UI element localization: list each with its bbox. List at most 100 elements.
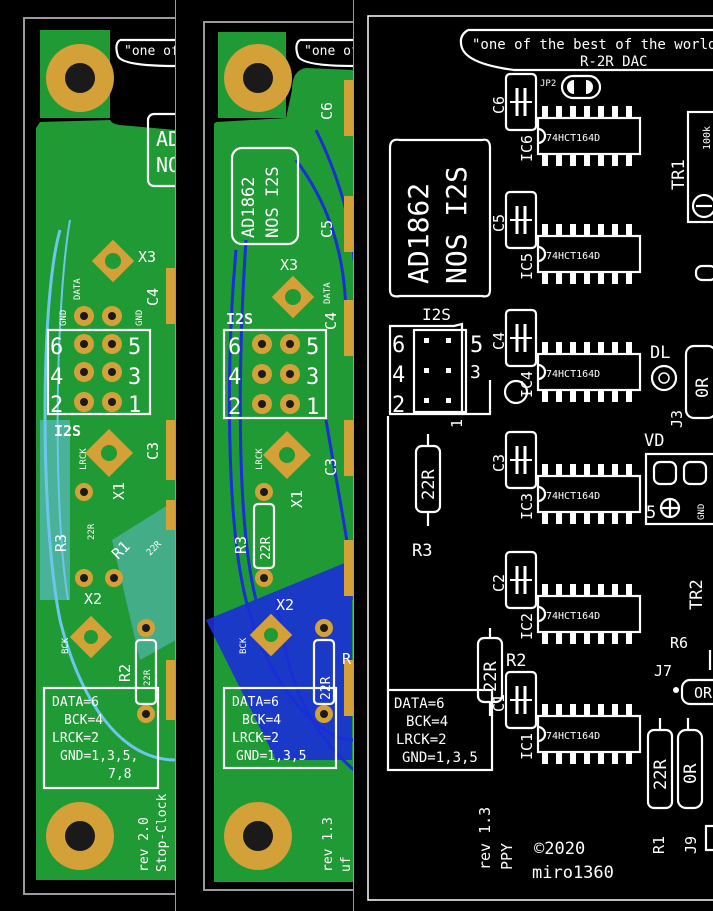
ic-ic6-pin-top [570, 106, 576, 118]
r3-value: 22R [259, 536, 274, 560]
legend-line-4: GND=1,3,5 [236, 749, 306, 764]
ic-ic2-pin-top [584, 584, 590, 596]
j3-value: 0R [693, 377, 713, 398]
legend-line-1: DATA=6 [232, 695, 279, 710]
r1-value: 22R [651, 759, 671, 790]
j3-label: J3 [668, 410, 686, 428]
ic-ic4-pin-top [570, 342, 576, 354]
legend-line-2: BCK=4 [406, 714, 448, 730]
ic-ic5-pin-top [626, 224, 632, 236]
cap-c3-label: C3 [490, 454, 508, 472]
r3-value: 22R [419, 469, 439, 500]
ic-ic6-pin-top [598, 106, 604, 118]
title-fragment-1: AD [156, 127, 176, 151]
ic-ic3-pin-top [556, 464, 562, 476]
ic-ic5-pin-bottom [556, 272, 562, 284]
pin-2-label: 2 [392, 393, 405, 418]
ic-ic5-pin-bottom [584, 272, 590, 284]
cap-c5-label: C5 [490, 214, 508, 232]
ic-ic1-pin-bottom [626, 752, 632, 764]
author-label: miro1360 [532, 863, 614, 883]
ic-ic1-pin-bottom [570, 752, 576, 764]
tagline-line-1: "one of the best of the world's [472, 37, 713, 53]
ic-ic4-pin-bottom [598, 390, 604, 402]
ic-ic6-pin-top [626, 106, 632, 118]
ic-ic1-pin-bottom [598, 752, 604, 764]
ic-ic3-notch [537, 485, 547, 503]
ic-ic1-pin-top [626, 704, 632, 716]
ic-ic6-notch [537, 127, 547, 145]
x2-label: X2 [276, 596, 294, 614]
pin-6-label: 6 [50, 335, 63, 360]
ic-ic5-pin-bottom [598, 272, 604, 284]
ppy-label: PPY [498, 843, 516, 870]
r3-label: R3 [232, 536, 250, 554]
ic-ic1-pin-top [598, 704, 604, 716]
ic-ic4-notch [537, 363, 547, 381]
revision-label: rev 2.0 [137, 817, 152, 872]
ic-ic2-pin-bottom [626, 632, 632, 644]
pin-6-label: 6 [228, 335, 241, 360]
ic-ic5-pin-bottom [570, 272, 576, 284]
ic-ic1-pin-top [612, 704, 618, 716]
i2s-label: I2S [226, 310, 253, 328]
ic-ic4-pin-bottom [626, 390, 632, 402]
gnd-label-right: GND [135, 310, 145, 326]
ic-ic3-pin-bottom [626, 512, 632, 524]
ic-ic3-pin-top [584, 464, 590, 476]
data-label: DATA [323, 282, 333, 304]
ic-ic2-pin-top [542, 584, 548, 596]
panel-rev2-board: "one of AD NO X3 DATA GND GND C4 [0, 0, 176, 911]
ic-ic5-pin-bottom [626, 272, 632, 284]
r6-label: R6 [670, 634, 688, 652]
cap-c4-label: C4 [490, 332, 508, 350]
pin-2-label: 2 [50, 393, 63, 418]
rev13-board-svg: "one of C6 C5 C4 C3 AD1862 NOS I2S X3 DA… [176, 0, 354, 911]
ic-ic3-pin-bottom [542, 512, 548, 524]
panel-rev13-board: "one of C6 C5 C4 C3 AD1862 NOS I2S X3 DA… [176, 0, 354, 911]
ic-ic4-pin-top [542, 342, 548, 354]
ic-ic3-pin-bottom [570, 512, 576, 524]
dl-label: DL [650, 343, 670, 363]
pin-3-label: 3 [306, 365, 319, 390]
pin-5-label: 5 [306, 335, 319, 360]
r2-value: 22R [143, 669, 153, 686]
pin-6-label: 6 [392, 333, 405, 358]
cap-c1-label: C1 [490, 694, 508, 712]
x1-label: X1 [110, 482, 128, 500]
title-line-1: AD1862 [239, 177, 259, 238]
ic-ic3-pin-bottom [556, 512, 562, 524]
revision-label: rev 1.3 [476, 807, 494, 870]
cap-c6-label: C6 [490, 96, 508, 114]
ic-ic5-label: IC5 [518, 253, 536, 280]
ic-ic6-pin-top [584, 106, 590, 118]
ic-ic4-pin-top [584, 342, 590, 354]
pin-2-label: 2 [228, 395, 241, 420]
j9-label: J9 [682, 836, 700, 854]
ic-ic5-pin-top [556, 224, 562, 236]
vd-label: VD [644, 431, 664, 451]
j9-value: 0R [681, 763, 701, 784]
ic-ic6-label: IC6 [518, 135, 536, 162]
ic-ic3-part: 74HCT164D [546, 491, 600, 502]
ic-ic5-pin-bottom [542, 272, 548, 284]
tagline-fragment: "one of [304, 44, 354, 59]
cap-c5-outline [504, 190, 538, 250]
ic-ic6-pin-bottom [598, 154, 604, 166]
ic-ic1-pin-top [584, 704, 590, 716]
ic-ic1-pin-top [556, 704, 562, 716]
c3-label: C3 [322, 458, 340, 476]
ic-ic1-pin-bottom [584, 752, 590, 764]
r2-value: 22R [481, 661, 501, 692]
ic-ic2-pin-bottom [556, 632, 562, 644]
ic-ic2-pin-top [570, 584, 576, 596]
ic-ic2-pin-bottom [612, 632, 618, 644]
bck-label: BCK [239, 637, 249, 654]
vd-gnd-label: GND [697, 504, 707, 520]
ic-ic6-pin-bottom [612, 154, 618, 166]
rev2-board-svg: "one of AD NO X3 DATA GND GND C4 [0, 0, 176, 911]
lrck-label: LRCK [255, 448, 265, 470]
ic-ic2-notch [537, 605, 547, 623]
pin-3-label: 3 [470, 362, 481, 383]
